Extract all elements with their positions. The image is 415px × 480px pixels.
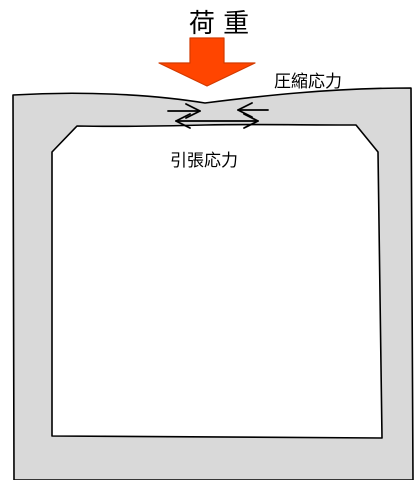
load-arrow-icon [158, 37, 256, 87]
tension-stress-label: 引張応力 [170, 151, 238, 171]
compression-stress-label: 圧縮応力 [274, 72, 342, 92]
load-label: 荷 重 [189, 9, 249, 39]
inner-opening [51, 123, 383, 439]
tension-arrows-icon [175, 113, 259, 129]
